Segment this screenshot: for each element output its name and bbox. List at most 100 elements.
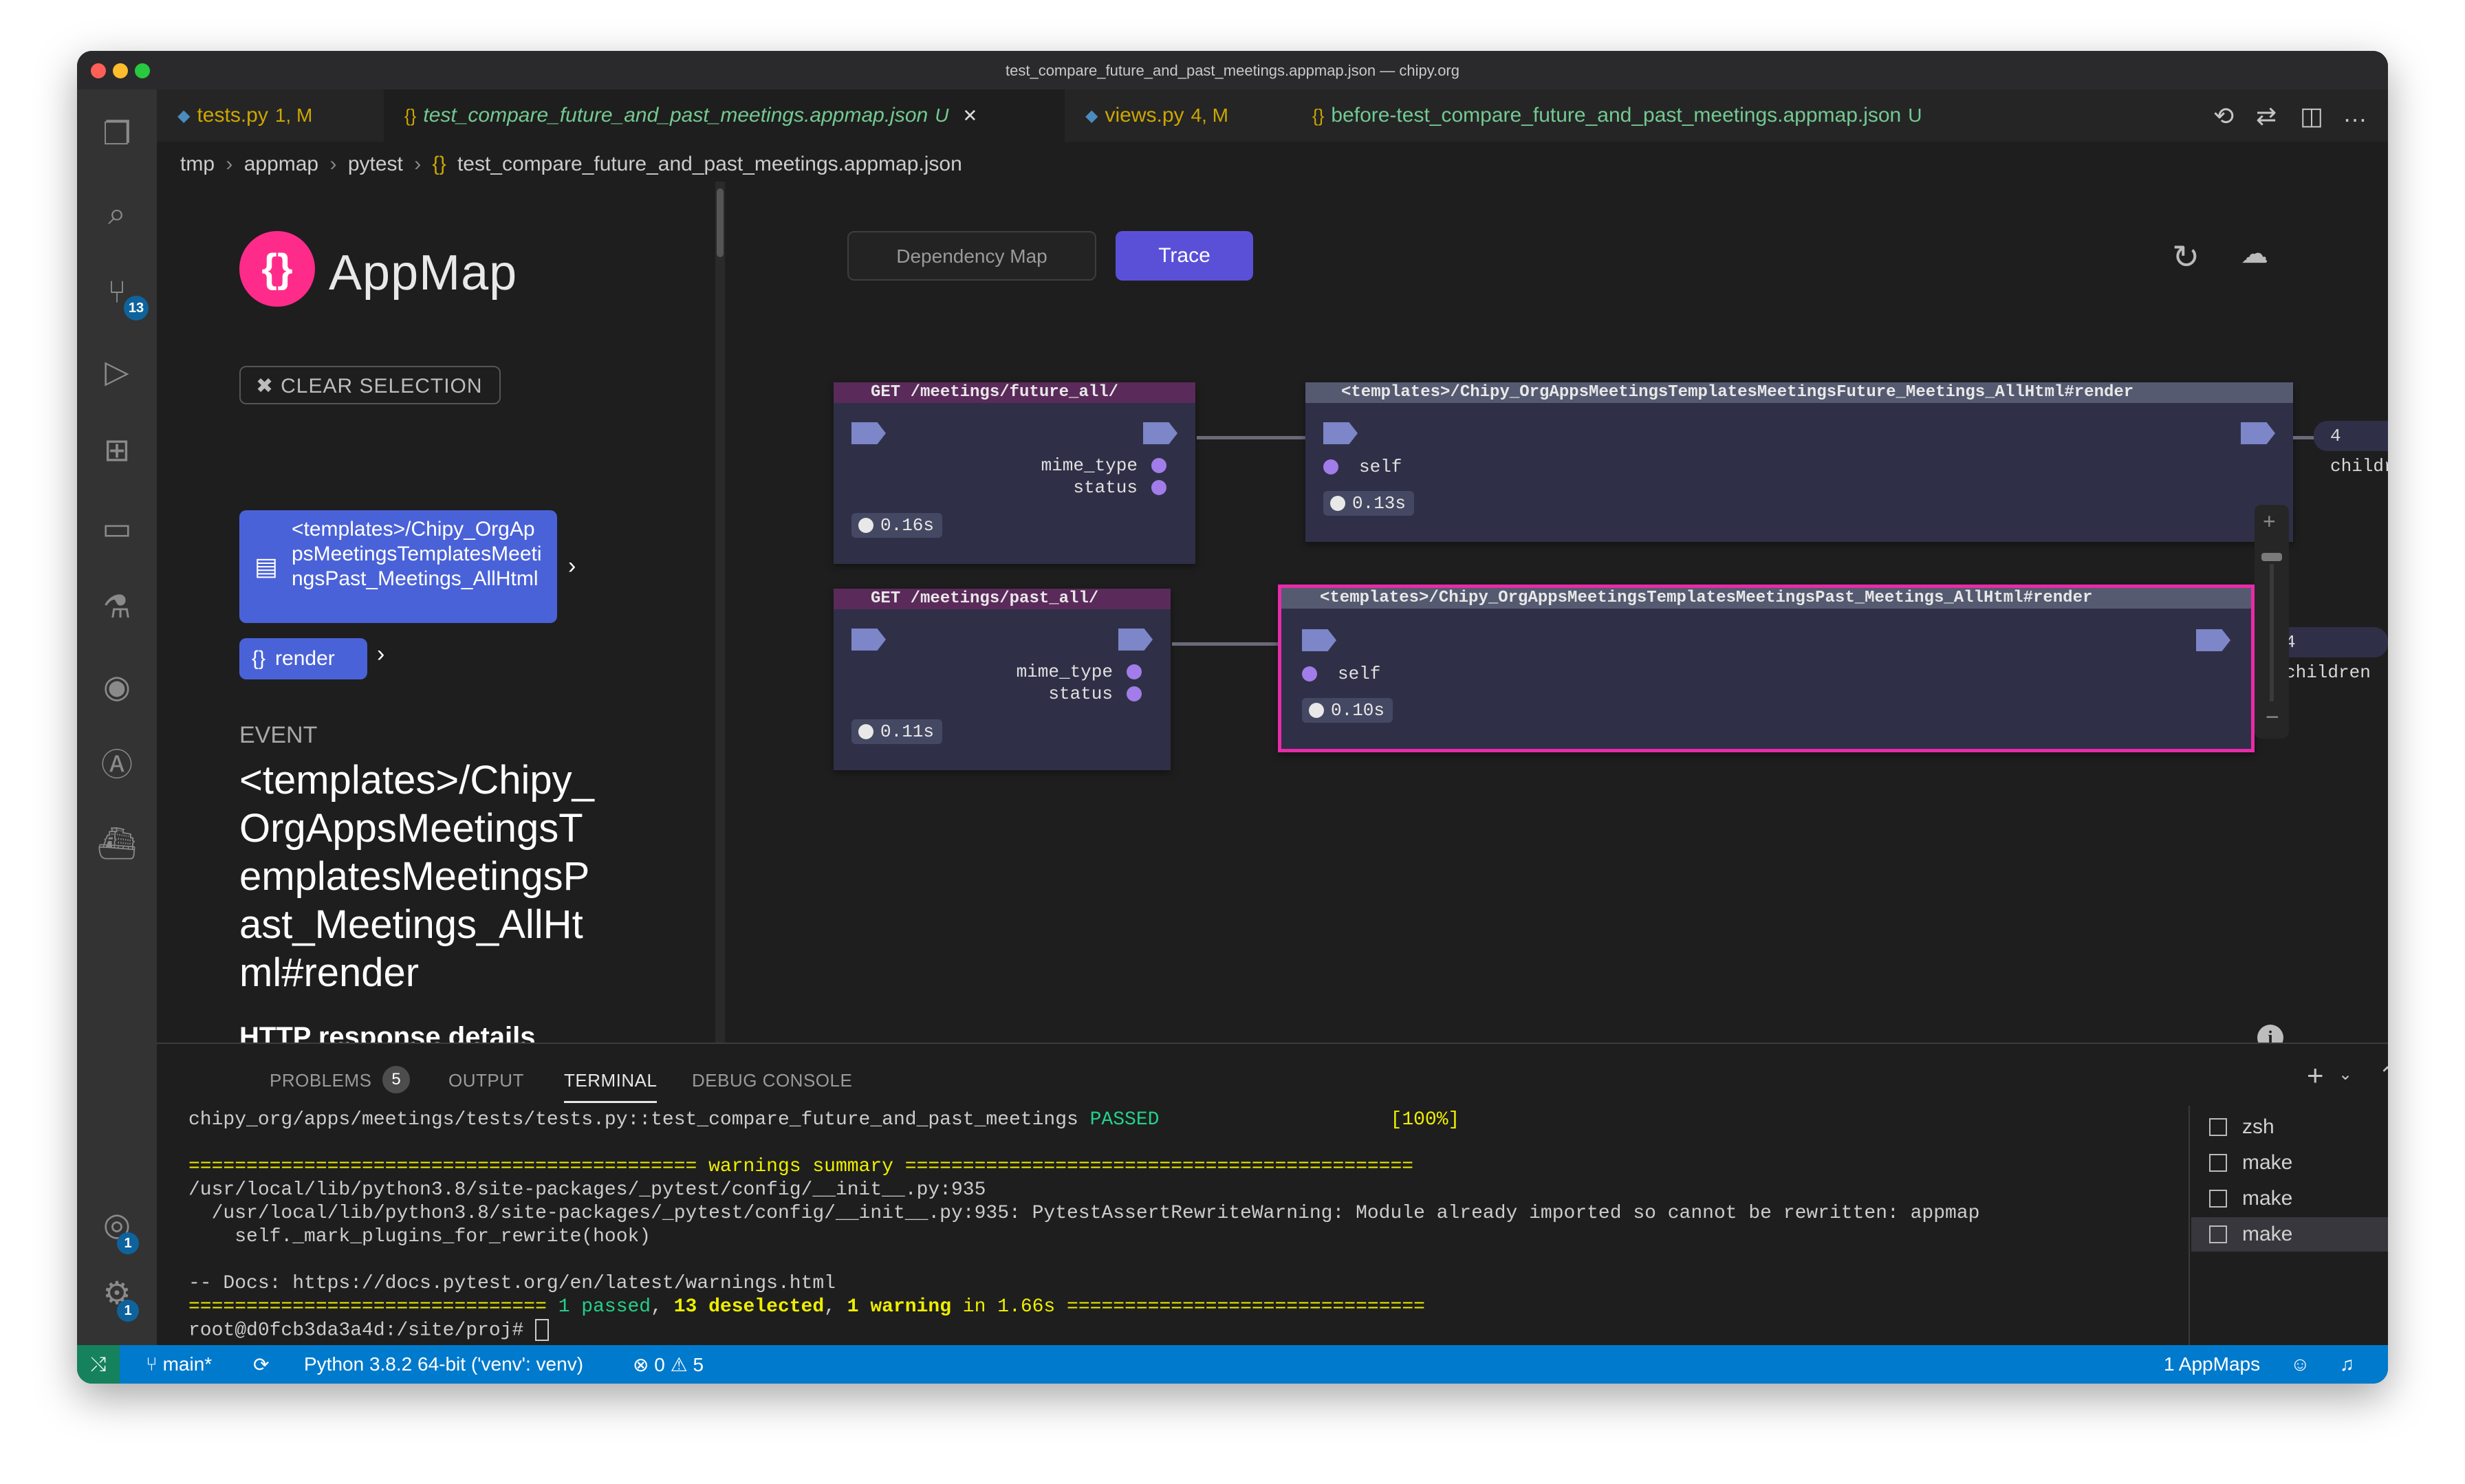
selected-class-item[interactable]: ▤ <templates>/Chipy_OrgAppsMeetingsTempl…: [239, 510, 557, 623]
dependency-map-button[interactable]: Dependency Map: [847, 231, 1096, 281]
minimize-window-button[interactable]: [113, 63, 128, 78]
sidebar-scrollbar[interactable]: [715, 182, 725, 1043]
summary-separator: ,: [824, 1296, 847, 1318]
open-changes-icon[interactable]: ⇄: [2256, 102, 2277, 130]
appmap-icon[interactable]: Ⓐ: [101, 747, 133, 783]
python-interpreter[interactable]: Python 3.8.2 64-bit ('venv': venv): [304, 1353, 584, 1375]
elapsed-time-badge: 0.13s: [1323, 491, 1415, 516]
reload-icon[interactable]: ↻: [2172, 239, 2200, 276]
problems-indicator[interactable]: ⊗ 0 ⚠ 5: [633, 1353, 704, 1376]
attr-dot: [1151, 480, 1166, 495]
render-node-past-selected[interactable]: <templates>/Chipy_OrgAppsMeetingsTemplat…: [1278, 585, 2255, 752]
node-header: <templates>/Chipy_OrgAppsMeetingsTemplat…: [1305, 382, 2293, 403]
timeline-icon[interactable]: ⟲: [2213, 102, 2235, 130]
explorer-icon[interactable]: ❐: [102, 116, 131, 151]
progress-percent: [100%]: [1390, 1109, 1460, 1131]
bottom-panel: PROBLEMS 5 OUTPUT TERMINAL DEBUG CONSOLE…: [157, 1043, 2388, 1346]
event-title: <templates>/Chipy_OrgAppsMeetingsTemplat…: [239, 758, 594, 995]
tab-label: views.py: [1105, 104, 1184, 127]
json-file-icon: {}: [1312, 105, 1325, 126]
separator-bar: ===============================: [1055, 1296, 1425, 1318]
tab-label: PROBLEMS: [270, 1070, 372, 1091]
close-window-button[interactable]: [91, 63, 106, 78]
activity-bar: ❐ ⌕ ⑂ 13 ▷ ⊞ ▭ ⚗ ◉ Ⓐ ⛴ ◎ 1 ⚙ 1: [77, 89, 157, 1345]
appmaps-count[interactable]: 1 AppMaps: [2164, 1353, 2261, 1375]
elapsed-time-badge: 0.16s: [851, 513, 943, 538]
chevron-down-icon[interactable]: ⌄: [2338, 1065, 2353, 1084]
title-bar: test_compare_future_and_past_meetings.ap…: [77, 51, 2388, 89]
terminal-item-make[interactable]: make: [2209, 1146, 2388, 1180]
error-icon: ⊗: [633, 1354, 655, 1375]
tab-label: before-test_compare_future_and_past_meet…: [1331, 104, 1902, 127]
call-edge: [2293, 436, 2315, 439]
scrollbar-thumb[interactable]: [717, 188, 724, 257]
branch-indicator[interactable]: ⑂ main*: [146, 1353, 212, 1375]
http-node-future[interactable]: GET /meetings/future_all/ mime_type stat…: [834, 382, 1195, 564]
breadcrumb-item[interactable]: tmp: [180, 153, 215, 175]
tab-problems[interactable]: PROBLEMS: [270, 1070, 372, 1091]
tab-before-appmap-json[interactable]: {} before-test_compare_future_and_past_m…: [1292, 89, 2007, 142]
trace-canvas[interactable]: Dependency Map Trace ↻ ☁ GET /meetings/f…: [728, 182, 2388, 1051]
remote-indicator-icon[interactable]: ⤭: [77, 1345, 120, 1384]
render-node-future[interactable]: <templates>/Chipy_OrgAppsMeetingsTemplat…: [1305, 382, 2293, 542]
more-actions-icon[interactable]: …: [2343, 99, 2367, 127]
output-port-icon: [2196, 629, 2230, 651]
zoom-out-icon[interactable]: −: [2266, 704, 2279, 730]
close-tab-icon[interactable]: ✕: [962, 105, 978, 126]
terminal-item-make[interactable]: make: [2209, 1181, 2388, 1216]
tab-output[interactable]: OUTPUT: [448, 1070, 524, 1091]
docker-icon[interactable]: ⛴: [96, 825, 138, 861]
notifications-bell-icon[interactable]: ♫: [2340, 1353, 2354, 1375]
zoom-in-icon[interactable]: +: [2263, 509, 2276, 534]
testing-icon[interactable]: ⚗: [102, 589, 131, 624]
terminal-line: self._mark_plugins_for_rewrite(hook): [188, 1226, 651, 1247]
terminal-item-zsh[interactable]: zsh: [2209, 1110, 2388, 1144]
source-control-badge: 13: [124, 296, 149, 320]
node-attr: self: [1359, 457, 1402, 477]
terminal-cursor: [535, 1319, 550, 1341]
breadcrumb-item[interactable]: test_compare_future_and_past_meetings.ap…: [457, 153, 962, 175]
zoom-window-button[interactable]: [135, 63, 150, 78]
breadcrumb-item[interactable]: pytest: [347, 153, 403, 175]
feedback-icon[interactable]: ☺: [2290, 1353, 2310, 1375]
input-port-icon: [1302, 629, 1336, 651]
zoom-slider-handle[interactable]: [2261, 553, 2282, 561]
tab-tests-py[interactable]: ◆ tests.py 1, M: [157, 89, 384, 142]
search-icon[interactable]: ⌕: [108, 195, 126, 231]
input-port-icon: [1323, 422, 1358, 444]
summary-separator: ,: [651, 1296, 674, 1318]
github-icon[interactable]: ◉: [102, 668, 131, 704]
split-editor-icon[interactable]: ◫: [2300, 102, 2324, 130]
error-count: 0: [654, 1354, 665, 1375]
http-node-past[interactable]: GET /meetings/past_all/ mime_type status…: [834, 589, 1171, 770]
window-title: test_compare_future_and_past_meetings.ap…: [1006, 62, 1459, 79]
summary-deselected: 13 deselected: [673, 1296, 825, 1318]
separator-bar: ========================================…: [188, 1156, 709, 1177]
render-function-pill[interactable]: {}render: [239, 638, 367, 679]
tab-appmap-json[interactable]: {} test_compare_future_and_past_meetings…: [384, 89, 1065, 142]
clear-selection-button[interactable]: ✖CLEAR SELECTION: [239, 366, 501, 404]
maximize-panel-icon[interactable]: ⌃: [2378, 1062, 2388, 1087]
clock-icon: [1309, 703, 1324, 718]
extensions-icon[interactable]: ⊞: [103, 432, 131, 468]
sync-icon[interactable]: ⟳: [253, 1354, 270, 1375]
tab-views-py[interactable]: ◆ views.py 4, M: [1065, 89, 1292, 142]
terminal-item-make-active[interactable]: make: [2191, 1217, 2388, 1252]
terminal-item-label: make: [2242, 1187, 2293, 1210]
node-attr: mime_type: [1041, 455, 1138, 476]
tab-debug-console[interactable]: DEBUG CONSOLE: [692, 1070, 853, 1091]
clock-icon: [858, 724, 873, 739]
run-debug-icon[interactable]: ▷: [105, 353, 129, 389]
attr-dot: [1323, 459, 1338, 474]
children-toggle[interactable]: 4 children: [2314, 421, 2388, 477]
new-terminal-icon[interactable]: +: [2307, 1059, 2324, 1091]
elapsed-time-value: 0.16s: [880, 515, 935, 536]
trace-button[interactable]: Trace: [1116, 231, 1253, 281]
source-control-icon[interactable]: ⑂: [107, 274, 127, 309]
remote-explorer-icon[interactable]: ▭: [102, 510, 132, 546]
breadcrumb-item[interactable]: appmap: [243, 153, 319, 175]
tab-terminal[interactable]: TERMINAL: [564, 1070, 658, 1103]
json-file-icon: {}: [432, 153, 446, 175]
terminal-output[interactable]: chipy_org/apps/meetings/tests/tests.py::…: [188, 1109, 2183, 1342]
upload-cloud-icon[interactable]: ☁: [2241, 239, 2268, 269]
